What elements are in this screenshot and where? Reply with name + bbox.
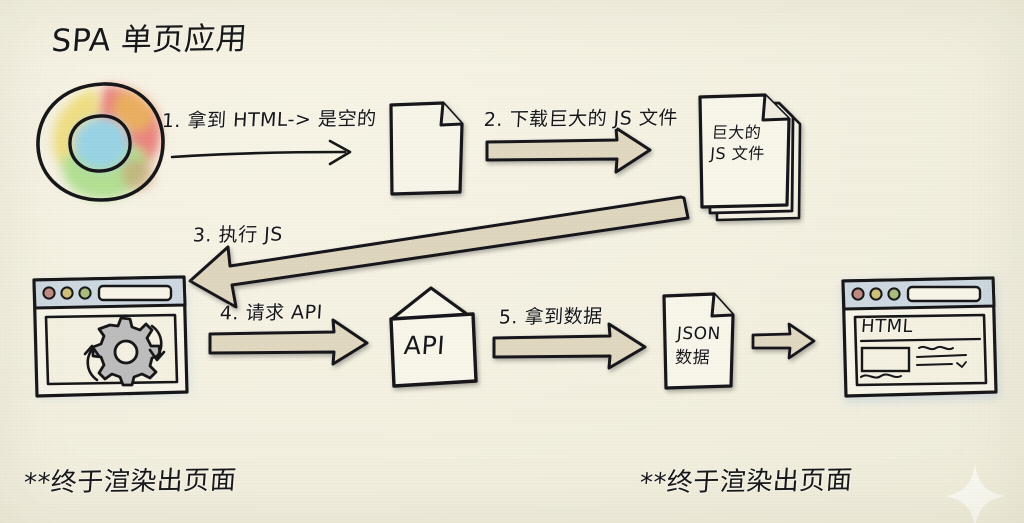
step-1-label: 1. 拿到 HTML-> 是空的 [161, 107, 378, 133]
json-data-document [662, 292, 735, 390]
rendered-html-label: HTML [860, 316, 914, 337]
step-1-arrow [170, 139, 352, 166]
caption-left: **终于渲染出页面 [22, 465, 238, 499]
final-arrow [751, 322, 816, 360]
chrome-browser-logo [36, 82, 165, 202]
json-document-label: JSON 数据 [674, 324, 722, 368]
empty-html-document [389, 101, 464, 196]
step-4-arrow [208, 318, 369, 366]
step-5-label: 5. 拿到数据 [498, 305, 604, 329]
step-3-arrow [188, 195, 690, 309]
step-2-label: 2. 下载巨大的 JS 文件 [483, 106, 679, 132]
caption-right: **终于渲染出页面 [638, 465, 854, 499]
refresh-arrows-icon [83, 324, 166, 382]
api-server-label: API [402, 331, 447, 360]
js-file-stack-label: 巨大的 JS 文件 [709, 123, 766, 163]
api-server-box [389, 286, 478, 388]
browser-window-rendered [841, 276, 999, 402]
step-2-arrow [485, 126, 652, 174]
step-4-label: 4. 请求 API [219, 301, 324, 325]
step-5-arrow [492, 322, 647, 370]
js-file-stack [698, 93, 802, 222]
browser-window-loading [32, 275, 190, 398]
step-3-label: 3. 执行 JS [192, 223, 284, 247]
gear-icon [91, 316, 162, 387]
four-point-sparkle-icon [945, 465, 1005, 523]
